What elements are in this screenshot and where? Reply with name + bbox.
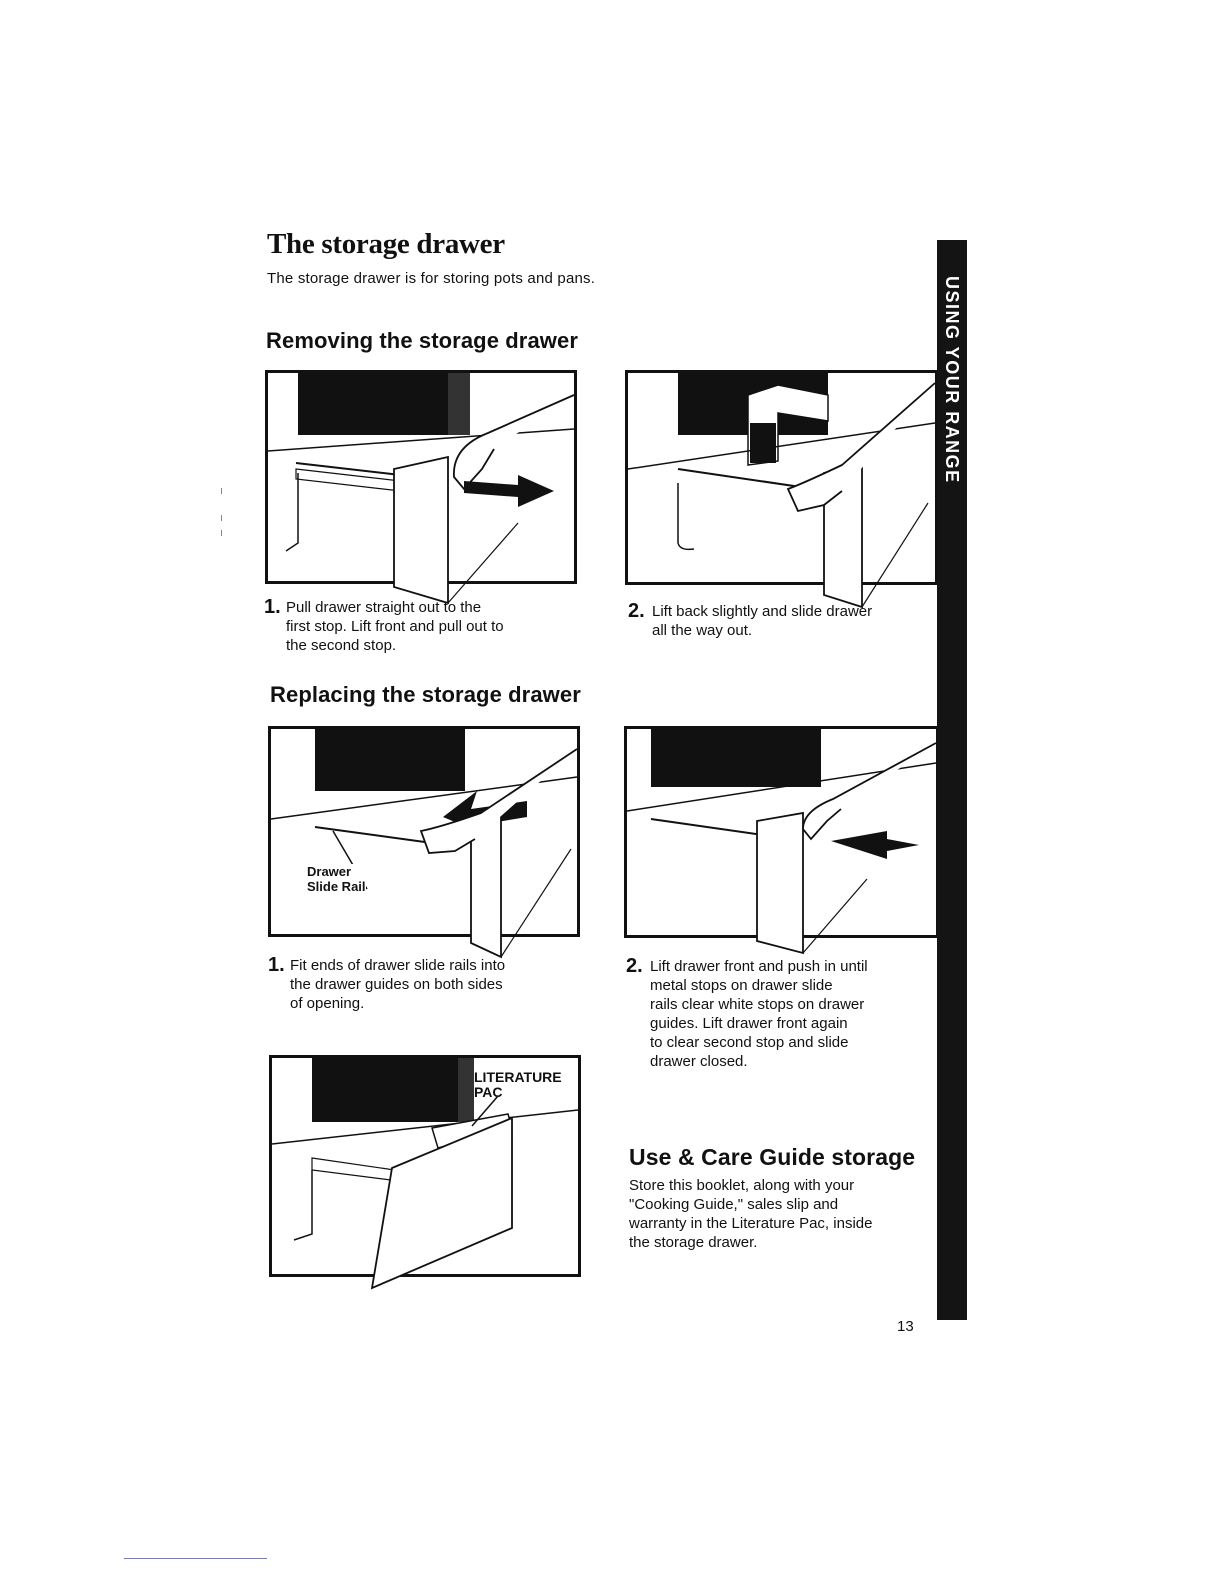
step-number: 1. <box>264 596 281 618</box>
callout-leader <box>471 1095 499 1127</box>
drawer-lift-illustration <box>627 373 936 609</box>
hand-outline <box>453 394 575 491</box>
section-heading-removing: Removing the storage drawer <box>266 328 578 353</box>
illustration-remove-step-1 <box>265 370 577 605</box>
drawer-edge-line <box>447 522 519 604</box>
cabinet-shadow <box>312 1058 462 1122</box>
drawer-edge-line <box>861 502 929 608</box>
page-intro: The storage drawer is for storing pots a… <box>267 270 596 287</box>
step-number: 2. <box>628 600 645 622</box>
pull-arrow-icon <box>464 475 554 507</box>
margin-mark <box>221 515 222 521</box>
footer-rule <box>124 1558 267 1559</box>
range-bottom-line <box>271 1109 579 1145</box>
range-bottom-line <box>267 428 575 452</box>
step-text: Lift drawer front and push in until meta… <box>650 958 868 1070</box>
hand-outline <box>419 748 578 854</box>
drawer-front <box>370 1116 513 1290</box>
drawer-insert-illustration <box>270 729 578 959</box>
literature-pac-callout: LITERATURE PAC <box>474 1069 562 1100</box>
literature-pac-illustration <box>271 1058 579 1290</box>
step-number: 1. <box>268 954 285 976</box>
section-heading-replacing: Replacing the storage drawer <box>270 682 581 707</box>
cabinet-leg <box>285 473 299 552</box>
slide-rail <box>650 818 778 838</box>
cabinet-shadow <box>298 373 458 435</box>
illustration-literature-pac: LITERATURE PAC <box>269 1055 581 1290</box>
step-text: Fit ends of drawer slide rails into the … <box>290 957 506 1012</box>
section-heading-care-guide: Use & Care Guide storage <box>629 1144 916 1170</box>
drawer-edge-line <box>500 848 572 958</box>
cabinet-leg <box>677 483 695 551</box>
step-number: 2. <box>626 955 643 977</box>
page-title: The storage drawer <box>267 228 505 260</box>
illustration-replace-step-2 <box>624 726 939 955</box>
step-text: Lift back slightly and slide drawer all … <box>652 603 873 639</box>
cabinet-shadow <box>651 729 821 787</box>
side-tab-label: USING YOUR RANGE <box>942 276 962 484</box>
margin-mark <box>221 488 222 494</box>
hand-outline <box>802 742 937 841</box>
drawer-front <box>393 455 449 605</box>
cabinet-edge <box>448 373 470 435</box>
cabinet-shadow <box>315 729 465 791</box>
step-text: Pull drawer straight out to the first st… <box>286 599 504 654</box>
drawer-close-illustration <box>626 729 937 955</box>
drawer-edge-line <box>802 878 868 954</box>
illustration-replace-step-1: Drawer Slide Rail <box>268 726 580 959</box>
care-guide-body: Store this booklet, along with your "Coo… <box>629 1177 873 1251</box>
drawer-front <box>756 811 804 955</box>
hand-outline <box>786 382 936 513</box>
push-arrow-icon <box>831 831 919 859</box>
cabinet-leg <box>293 1170 313 1241</box>
arrow-shadow <box>750 423 776 463</box>
illustration-remove-step-2 <box>625 370 938 609</box>
side-section-tab: USING YOUR RANGE <box>937 240 967 1320</box>
drawer-slide-rail-callout: Drawer Slide Rail <box>307 864 366 894</box>
cabinet-edge <box>458 1058 474 1122</box>
page-number: 13 <box>897 1318 914 1335</box>
margin-mark <box>221 530 222 536</box>
drawer-pull-illustration <box>267 373 575 605</box>
